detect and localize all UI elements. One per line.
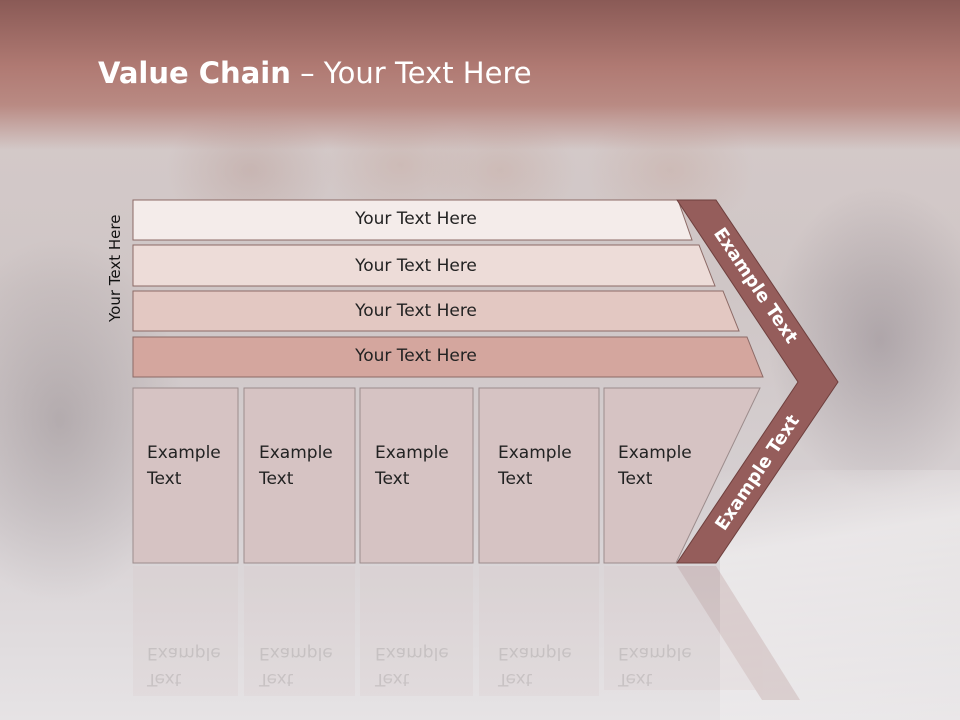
background-papers	[720, 470, 960, 720]
bar-3[interactable]	[132, 290, 740, 332]
column-5-label: Example Text	[618, 440, 718, 492]
column-2-line2: Text	[259, 469, 294, 489]
column-3-label: Example Text	[375, 440, 475, 492]
column-1-line2: Text	[147, 469, 182, 489]
column-1-label: Example Text	[147, 440, 247, 492]
bar-2[interactable]	[132, 244, 716, 287]
bar-4-label: Your Text Here	[355, 346, 477, 366]
column-4-label: Example Text	[498, 440, 598, 492]
bar-4[interactable]	[132, 336, 764, 378]
column-4[interactable]	[478, 387, 600, 564]
chevron-arrow[interactable]	[676, 199, 839, 564]
columns-reflection	[133, 566, 800, 700]
column-1-line1: Example	[147, 443, 221, 463]
column-5-line1: Example	[618, 443, 692, 463]
slide-title[interactable]: Value Chain – Your Text Here	[98, 56, 532, 96]
bar-3-label: Your Text Here	[355, 301, 477, 321]
column-2-label: Example Text	[259, 440, 359, 492]
column-3-line2: Text	[375, 469, 410, 489]
column-3[interactable]	[359, 387, 474, 564]
bar-1[interactable]	[132, 199, 693, 241]
slide-title-bold: Value Chain	[98, 56, 291, 90]
slide-title-rest: – Your Text Here	[290, 56, 532, 90]
column-2-line1: Example	[259, 443, 333, 463]
column-4-line1: Example	[498, 443, 572, 463]
column-5-line2: Text	[618, 469, 653, 489]
column-4-line2: Text	[498, 469, 533, 489]
column-5[interactable]	[603, 387, 761, 564]
title-banner	[0, 0, 960, 150]
column-1[interactable]	[132, 387, 239, 564]
column-3-line1: Example	[375, 443, 449, 463]
bar-2-label: Your Text Here	[355, 256, 477, 276]
bar-1-label: Your Text Here	[355, 209, 477, 229]
column-2[interactable]	[243, 387, 356, 564]
